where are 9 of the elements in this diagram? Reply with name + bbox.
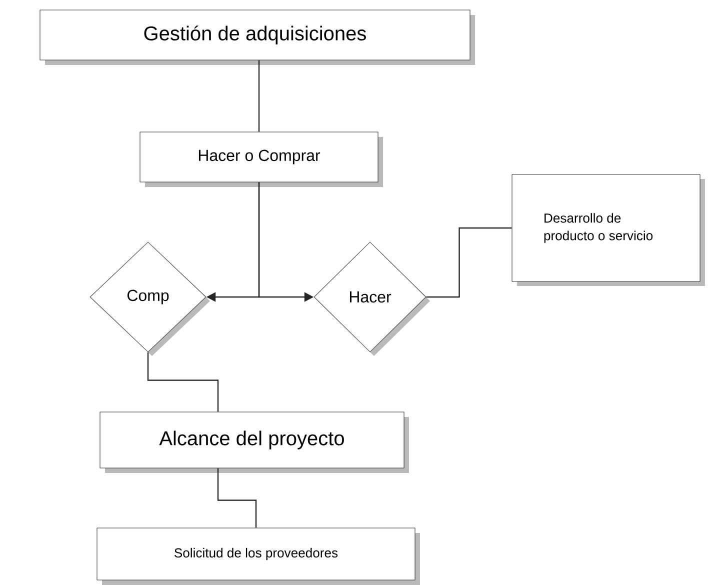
title-box: Gestión de adquisiciones (40, 10, 475, 65)
connector (258, 60, 260, 132)
process-box: Hacer o Comprar (140, 132, 383, 187)
process-box: Solicitud de los proveedores (96, 528, 420, 585)
process-box: Desarrollo de producto o servicio (512, 174, 705, 286)
connector (147, 352, 219, 412)
connector (426, 227, 512, 298)
connector (217, 468, 257, 528)
process-box: Alcance del proyecto (100, 412, 409, 473)
